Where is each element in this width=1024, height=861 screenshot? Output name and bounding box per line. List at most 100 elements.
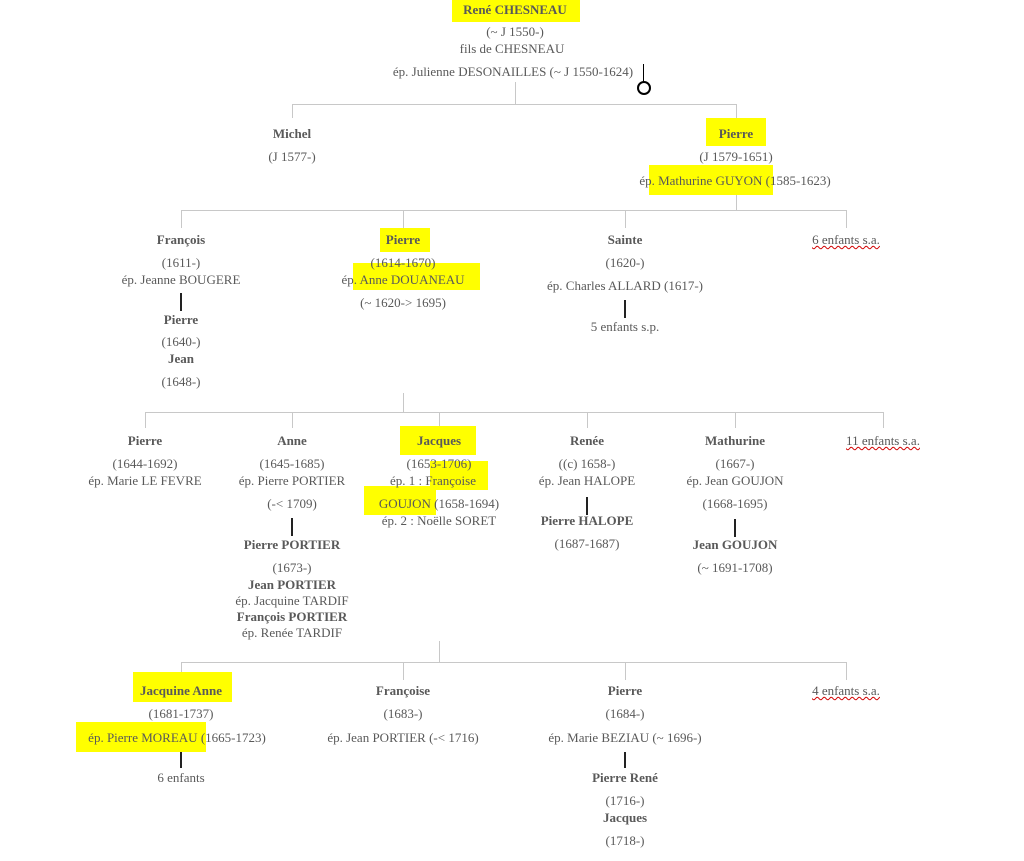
highlight [76,722,206,752]
person-dates: (J 1579-1651) [699,149,773,164]
child-name: Pierre [163,312,199,327]
child-dates: (~ 1691-1708) [697,560,773,575]
person-dates: (1620-) [605,255,645,270]
person-spouse-1-cont: GOUJON (1658-1694) [378,496,500,511]
person-dates: (1645-1685) [259,456,325,471]
person-dates: ((c) 1658-) [558,456,616,471]
person-dates: (J 1577-) [268,149,316,164]
child-name: Pierre PORTIER [243,537,341,552]
person-dates: (1667-) [715,456,755,471]
person-name: Anne [277,433,307,448]
highlight [400,426,476,455]
person-spouse: ép. Charles ALLARD (1617-) [547,278,703,293]
person-dates: (1653-1706) [406,456,472,471]
highlight [380,228,430,252]
children-note: 11 enfants s.a. [846,433,920,448]
highlight [430,461,488,490]
circle-handle-icon[interactable] [637,81,651,95]
child-dates: (1687-1687) [554,536,620,551]
children-note: 6 enfants s.a. [812,232,880,247]
child-name: Jean PORTIER [247,577,337,592]
descent-bar [624,752,626,768]
person-name: René CHESNEAU [463,2,567,17]
child-dates: (1716-) [605,793,645,808]
connector [846,662,847,680]
connector [883,412,884,428]
child-spouse: ép. Jacquine TARDIF [235,593,349,608]
spouse-dates: (-< 1709) [267,496,317,511]
child-dates: (1640-) [161,334,201,349]
person-spouse: ép. Marie BEZIAU (~ 1696-) [548,730,702,745]
connector [145,412,883,413]
children-note: 4 enfants s.a. [812,683,880,698]
person-spouse: ép. Mathurine GUYON (1585-1623) [639,173,831,188]
person-name: Jacques [416,433,462,448]
person-spouse-1: ép. 1 : Françoise [390,473,476,488]
person-spouse: ép. Jean GOUJON [686,473,784,488]
descent-bar [624,300,626,318]
connector [181,662,846,663]
person-name: Pierre [607,683,643,698]
person-name: Mathurine [705,433,765,448]
person-spouse: ép. Anne DOUANEAU [341,272,465,287]
person-parent: fils de CHESNEAU [459,41,565,56]
person-name: Pierre [385,232,421,247]
person-spouse: ép. Jean PORTIER (-< 1716) [327,730,479,745]
descent-bar [180,293,182,311]
person-dates: (1681-1737) [148,706,214,721]
person-name: Jacquine Anne [140,683,222,698]
highlight [364,486,436,515]
person-spouse: ép. Marie LE FEVRE [88,473,202,488]
highlight [706,118,766,146]
child-dates: (1648-) [161,374,201,389]
person-spouse: ép. Pierre MOREAU (1665-1723) [88,730,266,745]
person-name: Michel [272,126,312,141]
person-name: Sainte [607,232,643,247]
child-name: François PORTIER [236,609,348,624]
child-dates: (1673-) [272,560,312,575]
person-name: Françoise [375,683,431,698]
connector [181,662,182,680]
spouse-dates: (1668-1695) [702,496,768,511]
connector [292,104,293,118]
connector [587,412,588,428]
person-spouse-2: ép. 2 : Noëlle SORET [381,513,497,528]
connector [403,393,404,412]
connector [736,192,737,210]
person-dates: (1683-) [383,706,423,721]
person-dates: (1614-1670) [370,255,436,270]
descent-bar [586,497,588,515]
person-spouse: ép. Julienne DESONAILLES (~ J 1550-1624) [392,64,634,79]
descent-bar [291,518,293,536]
connector [181,210,846,211]
person-spouse: ép. Jeanne BOUGERE [121,272,241,287]
highlight [649,165,773,195]
child-name: Pierre René [592,770,658,785]
child-spouse: ép. Renée TARDIF [241,625,343,640]
connector [181,210,182,228]
children-note: 5 enfants s.p. [590,319,660,334]
person-name: Pierre [718,126,754,141]
person-spouse: ép. Jean HALOPE [538,473,636,488]
person-dates: (1644-1692) [112,456,178,471]
connector [515,82,516,104]
descent-bar [734,519,736,537]
person-dates: (~ J 1550-) [486,24,544,39]
connector [439,641,440,662]
child-name: Pierre HALOPE [540,513,634,528]
child-dates: (1718-) [605,833,645,848]
connector [292,412,293,428]
connector [736,104,737,118]
highlight [353,263,480,290]
connector [625,662,626,680]
connector [403,210,404,228]
children-note: 6 enfants [157,770,205,785]
child-name: Jean GOUJON [692,537,778,552]
spouse-dates: (~ 1620-> 1695) [360,295,446,310]
connector [735,412,736,428]
connector [439,412,440,428]
connector [145,412,146,428]
connector [846,210,847,228]
text-cursor [643,64,644,82]
person-dates: (1611-) [161,255,201,270]
